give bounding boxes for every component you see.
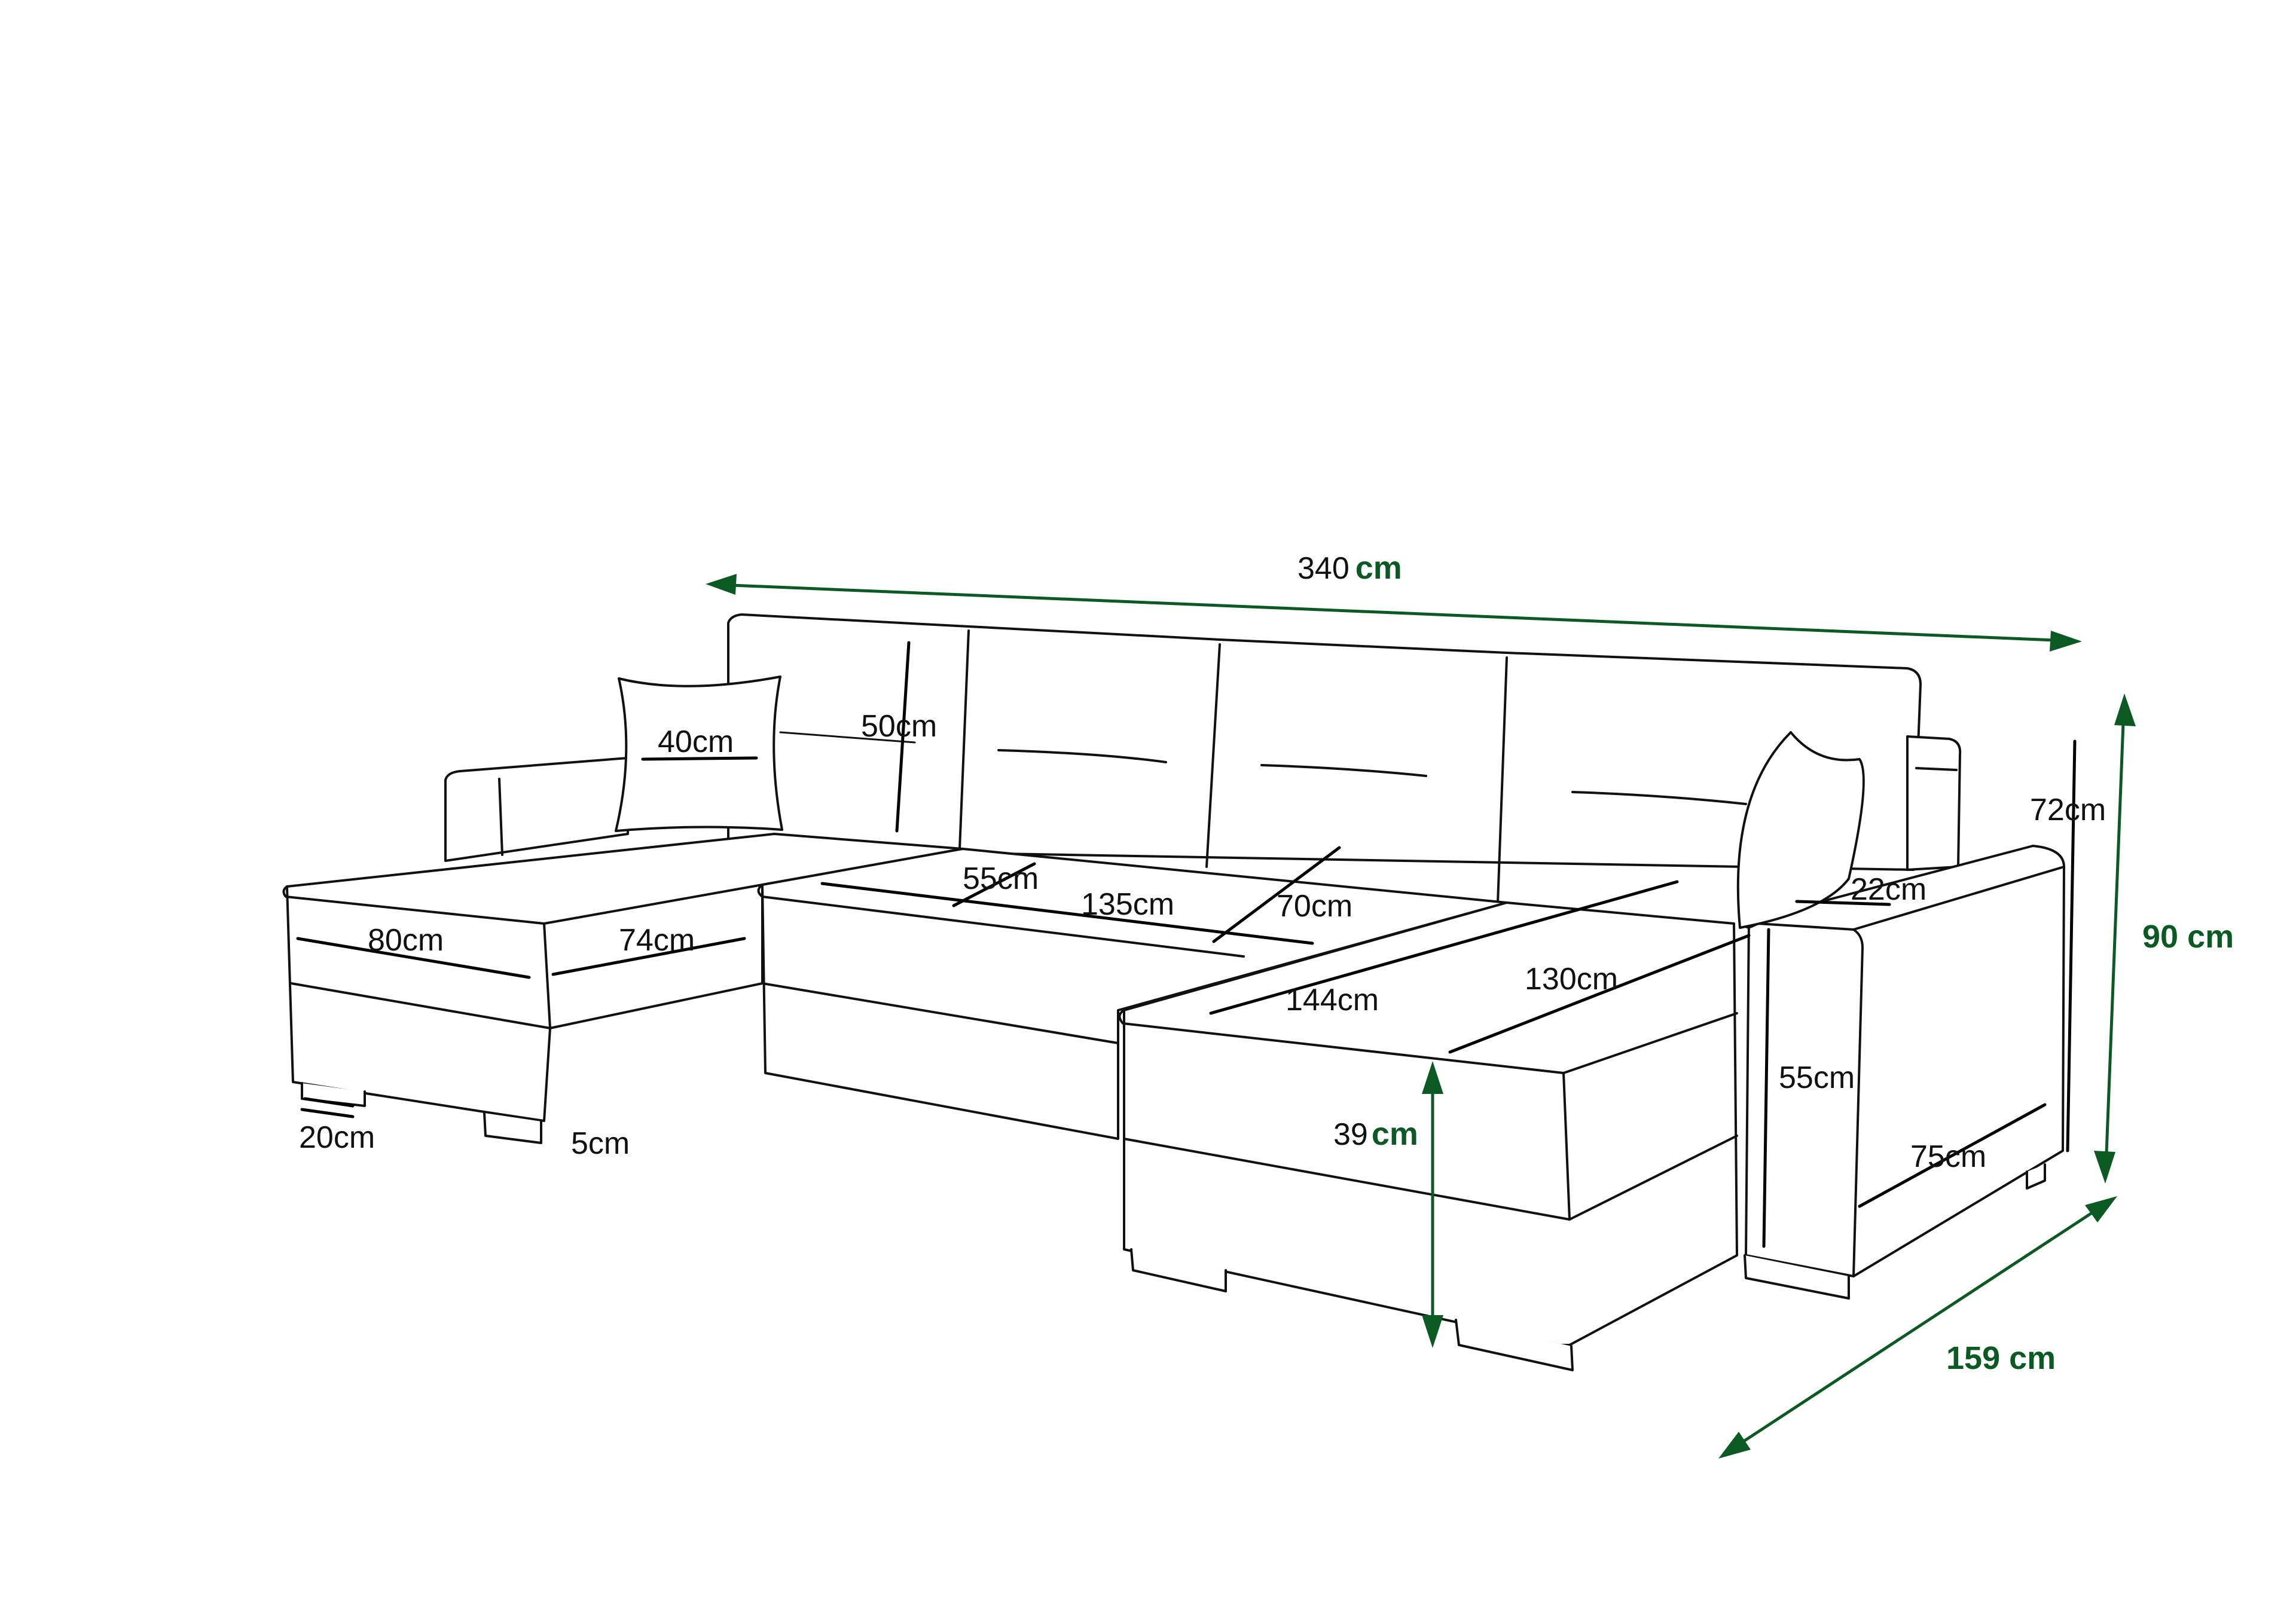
chaise-length-right-label: 144cm [1286, 983, 1379, 1017]
right-pillow [1736, 731, 1865, 929]
overall-height-arrow [2104, 707, 2126, 1170]
leg-2 [483, 1112, 542, 1144]
overall-depth-arrowhead-left [1718, 1432, 1751, 1459]
leg-4 [1455, 1319, 1574, 1371]
back-height-right-line [2066, 739, 2077, 1153]
leg-5 [1744, 1254, 1850, 1300]
left-chaise [286, 833, 964, 1122]
backrest [727, 613, 1922, 871]
overall-depth-arrowhead-right [2085, 1196, 2117, 1222]
seat-depth-right-label: 70cm [1277, 889, 1352, 924]
left-back-armrest [444, 757, 629, 862]
leg-6 [2026, 1163, 2046, 1190]
pillow-width-label: 40cm [658, 725, 734, 759]
left-back-armrest-edge [498, 778, 503, 856]
chaise-width-left-label: 80cm [368, 923, 444, 958]
overall-width-arrow [716, 583, 2071, 643]
right-chaise-top-edge [1118, 1009, 1738, 1074]
middle-seat-seam [761, 982, 1119, 1044]
overall-width-value: 340 [1297, 551, 1349, 586]
seat-height-arrowhead-bottom [1422, 1315, 1443, 1348]
right-front-armrest [1745, 845, 2065, 1277]
back-cushion-seam-3 [1571, 791, 1747, 805]
left-chaise-seam-front [290, 982, 551, 1029]
back-cushion-seam-1 [997, 749, 1167, 763]
chaise-width-right-label: 130cm [1525, 962, 1618, 996]
middle-seat [761, 848, 1508, 1140]
seat-depth-middle-label: 55cm [963, 861, 1039, 896]
overall-height-arrowhead-top [2114, 693, 2136, 726]
back-cushion-divider-2 [1205, 643, 1221, 868]
overall-width-arrowhead-right [2050, 631, 2082, 652]
overall-depth-arrow [1729, 1203, 2106, 1451]
back-cushion-divider-1 [958, 629, 970, 850]
armrest-width-line [1795, 900, 1891, 906]
seat-height-arrowhead-top [1422, 1061, 1443, 1094]
overall-depth-label: 159 cm [1946, 1340, 2056, 1376]
left-pillow [615, 675, 783, 832]
armrest-width-label: 22cm [1851, 872, 1926, 907]
back-cushion-seam-2 [1260, 764, 1427, 777]
left-chaise-top-edge [282, 884, 764, 925]
armrest-depth-line [1858, 1103, 2047, 1208]
chaise-length-right-line [1209, 880, 1679, 1015]
overall-height-label: 90 cm [2142, 919, 2234, 955]
leg-height-line-1 [303, 1097, 355, 1108]
right-back-armrest-edge [1915, 767, 1958, 771]
middle-seat-front [757, 884, 1245, 958]
overall-width-unit: cm [1355, 550, 1402, 586]
armrest-height-line [1762, 928, 1770, 1248]
right-front-armrest-top [1852, 866, 2065, 931]
right-chaise-front-corner [1562, 1072, 1571, 1221]
overall-width-arrowhead-left [706, 574, 737, 595]
sofa-drawing [282, 613, 2065, 1371]
right-chaise-seam [1123, 1135, 1738, 1221]
black-measurement-lines [296, 641, 2077, 1248]
armrest-height-label: 55cm [1779, 1060, 1855, 1095]
chaise-depth-left-line [551, 937, 746, 976]
seat-depth-right-line [1212, 846, 1341, 943]
seat-width-middle-line [820, 882, 1314, 945]
chaise-depth-left-label: 74cm [619, 923, 695, 958]
seat-depth-middle-line [952, 862, 1036, 907]
back-cushion-divider-3 [1497, 656, 1508, 904]
leg-3 [1130, 1248, 1227, 1292]
back-height-leader [779, 731, 916, 744]
seat-height-unit: cm [1372, 1116, 1418, 1152]
left-chaise-corner [543, 922, 551, 1029]
right-back-armrest [1906, 735, 1962, 871]
chaise-width-right-line [1448, 934, 1751, 1054]
pillow-width-line [641, 756, 758, 761]
seat-width-middle-label: 135cm [1081, 887, 1174, 922]
overall-height-arrowhead-bottom [2094, 1151, 2115, 1184]
back-height-right-label: 72cm [2030, 793, 2106, 827]
back-height-line [895, 641, 911, 833]
leg-size-label: 5cm [571, 1126, 630, 1161]
chaise-width-left-line [296, 937, 531, 979]
green-dimension-arrows [706, 574, 2136, 1459]
seat-height-value: 39 [1333, 1117, 1368, 1152]
back-height-label: 50cm [861, 709, 937, 744]
leg-height-label: 20cm [299, 1120, 375, 1155]
leg-height-line-2 [300, 1108, 355, 1118]
armrest-depth-label: 75cm [1910, 1139, 1986, 1174]
